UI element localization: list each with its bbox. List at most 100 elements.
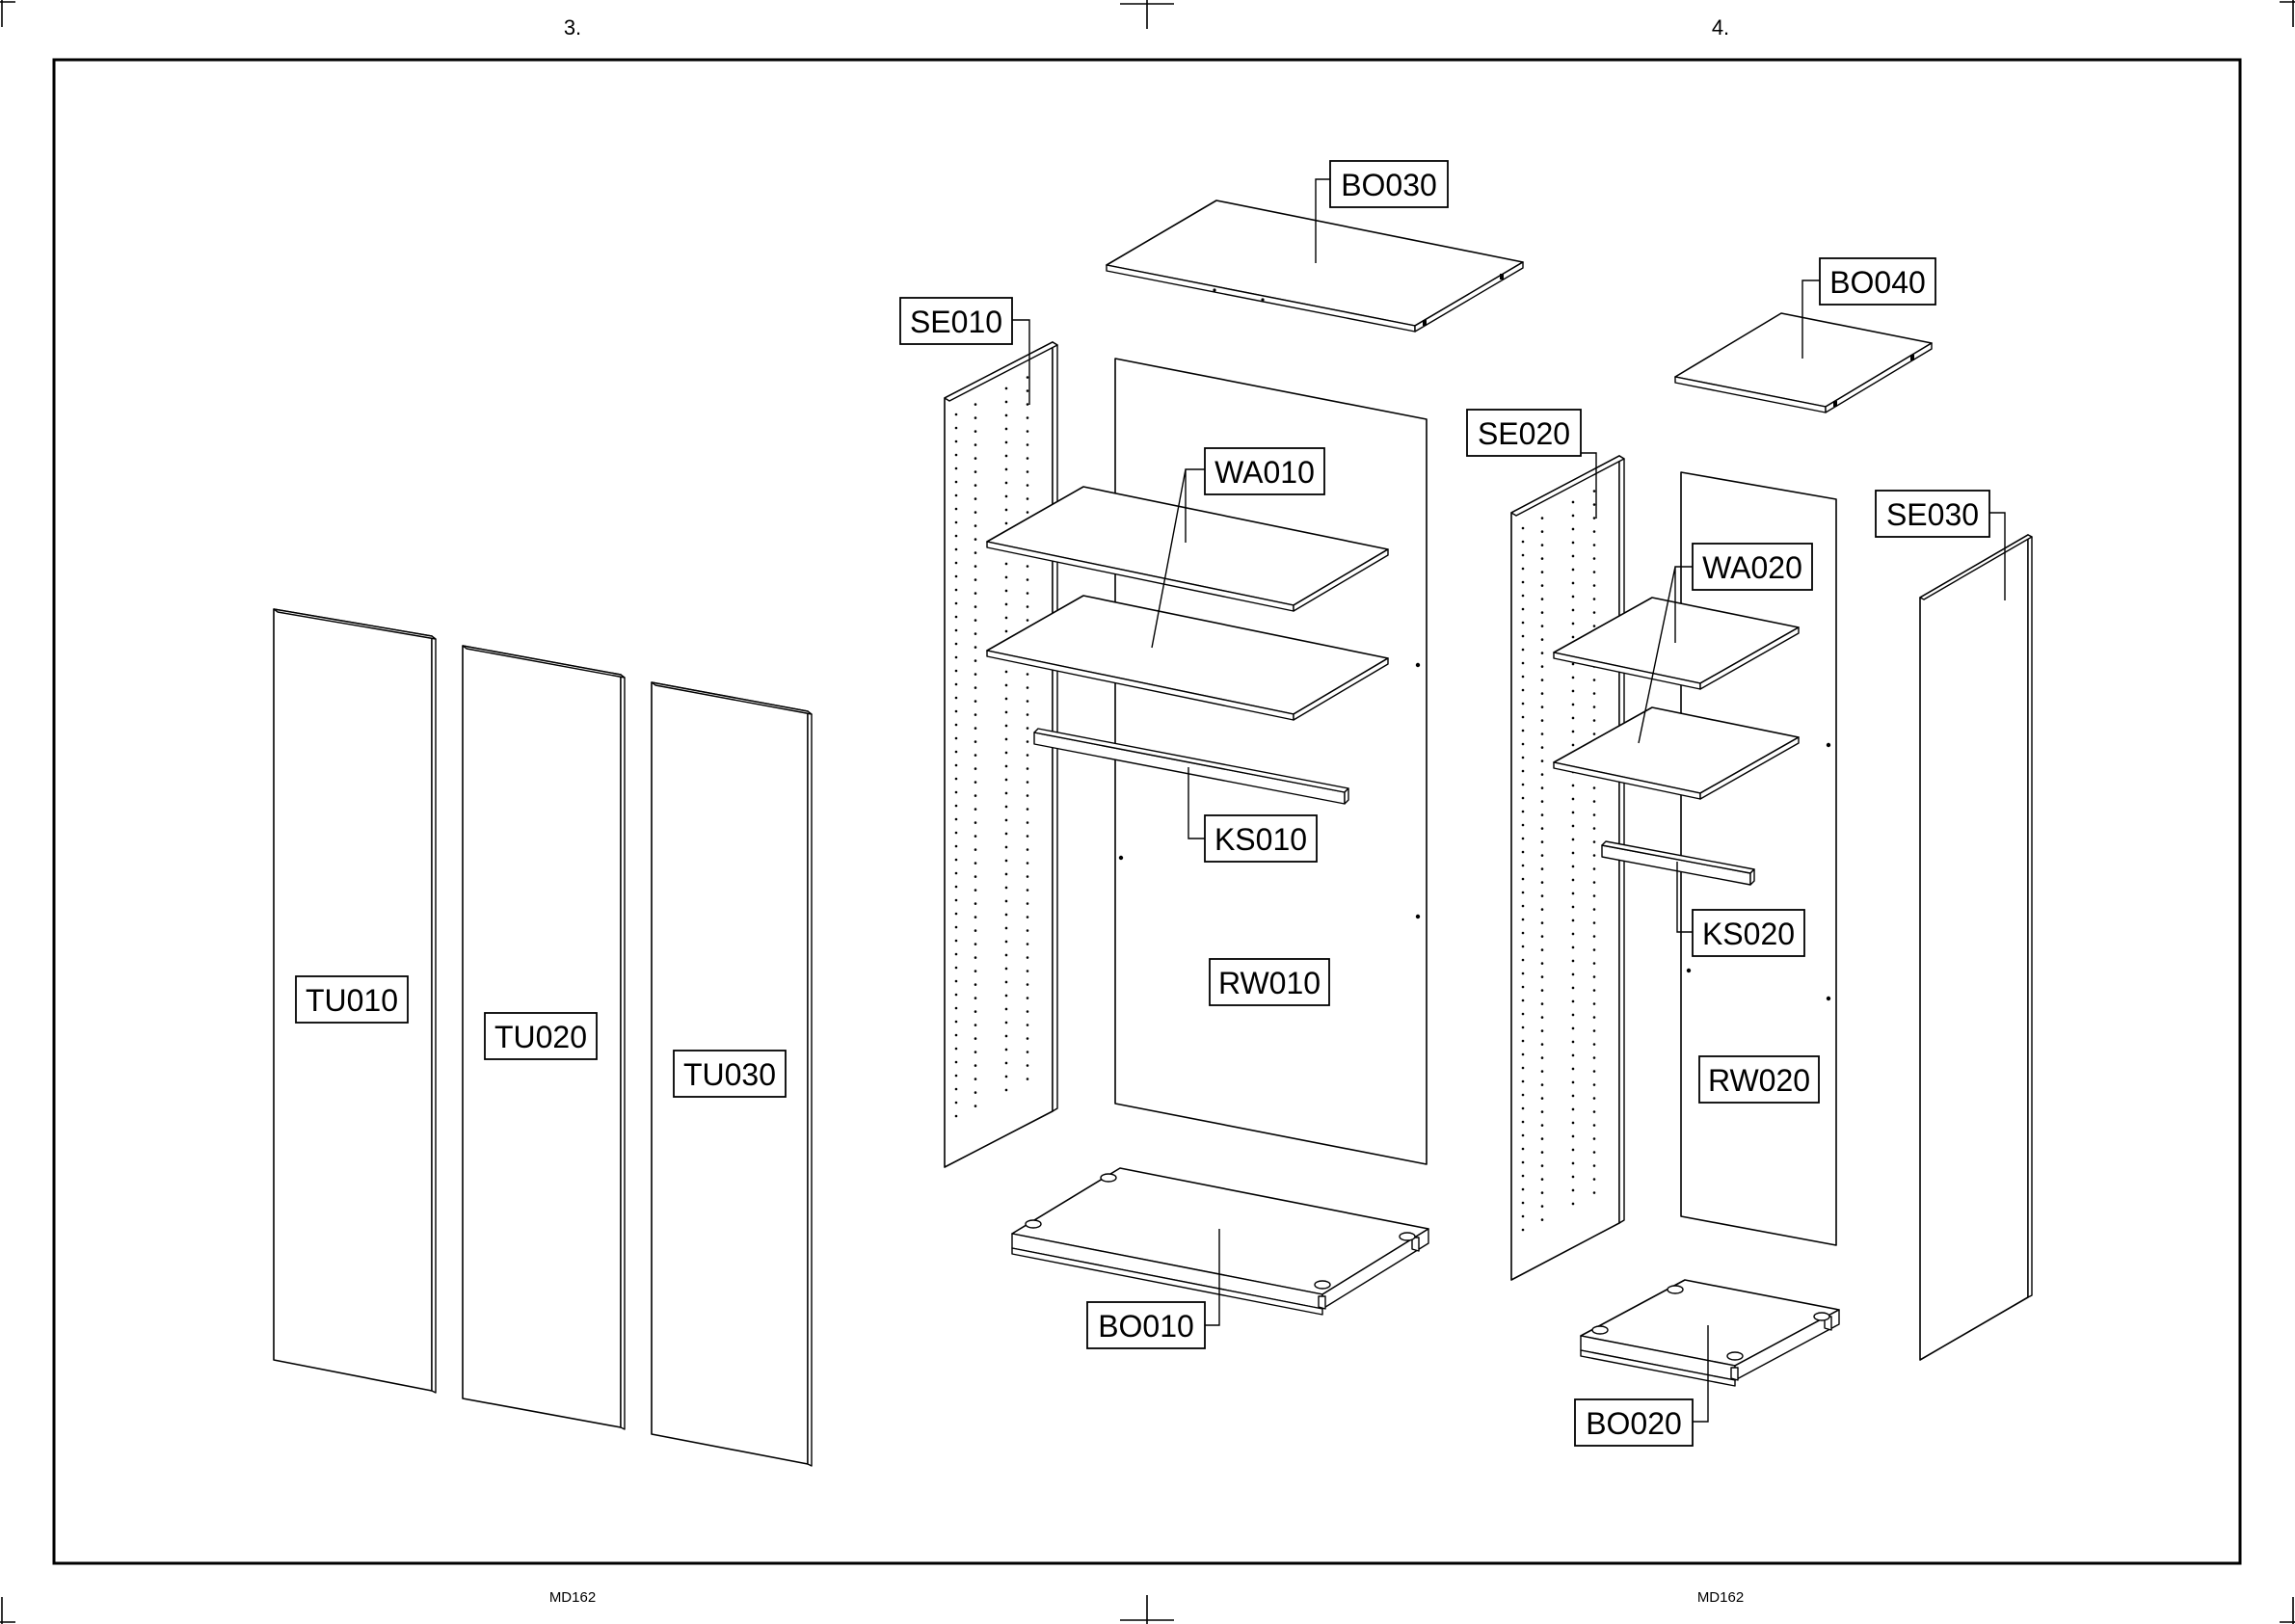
panel-hole bbox=[1541, 557, 1544, 560]
label-bo030: BO030 bbox=[1330, 161, 1448, 207]
panel-hole bbox=[1005, 428, 1008, 431]
panel-hole bbox=[955, 724, 958, 727]
panel-hole bbox=[1005, 576, 1008, 579]
panel-hole bbox=[974, 875, 977, 878]
panel-hole bbox=[1005, 833, 1008, 836]
panel-hole bbox=[1522, 1134, 1525, 1137]
panel-hole bbox=[1005, 968, 1008, 971]
panel-hole bbox=[1541, 584, 1544, 587]
panel-hole bbox=[1541, 746, 1544, 749]
panel-hole bbox=[955, 899, 958, 902]
panel-hole bbox=[1522, 1121, 1525, 1124]
panel-hole bbox=[1522, 945, 1525, 948]
panel-hole bbox=[1593, 1164, 1596, 1167]
panel-hole bbox=[1005, 1076, 1008, 1078]
panel-hole bbox=[1572, 946, 1575, 949]
panel-hole bbox=[974, 538, 977, 541]
panel-hole bbox=[1005, 779, 1008, 782]
panel-hole bbox=[1005, 1022, 1008, 1025]
panel-hole bbox=[1572, 825, 1575, 828]
panel-hole bbox=[1593, 679, 1596, 681]
label-rw010: RW010 bbox=[1210, 959, 1329, 1005]
panel-hole bbox=[1005, 860, 1008, 863]
panel-hole bbox=[1541, 1191, 1544, 1194]
panel-hole bbox=[974, 470, 977, 473]
panel-hole bbox=[955, 805, 958, 808]
svg-text:RW010: RW010 bbox=[1218, 966, 1321, 1000]
panel-hole bbox=[974, 700, 977, 703]
top-board-bo030 bbox=[1107, 200, 1523, 332]
panel-hole bbox=[1572, 1135, 1575, 1138]
panel-hole bbox=[974, 430, 977, 433]
panel-hole bbox=[1027, 484, 1029, 487]
panel-hole bbox=[1572, 1095, 1575, 1098]
panel-hole bbox=[1541, 773, 1544, 776]
panel-hole bbox=[1005, 846, 1008, 849]
panel-hole bbox=[1572, 812, 1575, 814]
panel-hole bbox=[1522, 851, 1525, 854]
panel-hole bbox=[1572, 555, 1575, 558]
panel-hole bbox=[1027, 713, 1029, 716]
panel-hole bbox=[1541, 975, 1544, 978]
panel-hole bbox=[955, 967, 958, 970]
panel-hole bbox=[1541, 1070, 1544, 1073]
panel-hole bbox=[1005, 590, 1008, 593]
panel-hole bbox=[1522, 824, 1525, 827]
panel-hole bbox=[955, 859, 958, 862]
panel-hole bbox=[1027, 983, 1029, 986]
panel-hole bbox=[974, 605, 977, 608]
panel-hole bbox=[1027, 943, 1029, 945]
panel-hole bbox=[1541, 1164, 1544, 1167]
panel-hole bbox=[1005, 1035, 1008, 1038]
page-number-left: 3. bbox=[564, 15, 581, 40]
panel-hole bbox=[1572, 1027, 1575, 1030]
panel-hole bbox=[1005, 725, 1008, 728]
panel-hole bbox=[974, 997, 977, 999]
panel-hole bbox=[955, 1034, 958, 1037]
panel-hole bbox=[1593, 813, 1596, 816]
panel-hole bbox=[1522, 730, 1525, 732]
bottom-board-bo020 bbox=[1581, 1280, 1839, 1386]
panel-hole bbox=[1027, 430, 1029, 433]
panel-hole bbox=[1522, 972, 1525, 975]
panel-hole bbox=[1005, 387, 1008, 390]
panel-hole bbox=[955, 940, 958, 943]
panel-hole bbox=[955, 832, 958, 835]
panel-hole bbox=[1005, 671, 1008, 674]
panel-hole bbox=[1005, 887, 1008, 890]
svg-text:BO020: BO020 bbox=[1586, 1406, 1682, 1441]
panel-hole bbox=[1572, 717, 1575, 720]
panel-hole bbox=[1572, 1149, 1575, 1152]
panel-hole bbox=[1541, 1083, 1544, 1086]
panel-hole bbox=[1005, 414, 1008, 417]
panel-hole bbox=[1005, 914, 1008, 917]
panel-hole bbox=[974, 902, 977, 905]
panel-hole bbox=[1593, 611, 1596, 614]
panel-hole bbox=[974, 1105, 977, 1107]
panel-hole bbox=[1572, 906, 1575, 909]
panel-hole bbox=[1572, 852, 1575, 855]
crop-mark-top-center bbox=[1120, 0, 1174, 29]
panel-hole bbox=[1522, 622, 1525, 625]
panel-hole bbox=[1027, 673, 1029, 676]
panel-hole bbox=[1572, 987, 1575, 990]
panel-hole bbox=[1572, 636, 1575, 639]
panel-hole bbox=[1027, 605, 1029, 608]
panel-hole bbox=[1541, 908, 1544, 911]
panel-hole bbox=[1522, 918, 1525, 921]
panel-hole bbox=[974, 524, 977, 527]
panel-hole bbox=[1522, 1161, 1525, 1164]
panel-hole bbox=[955, 818, 958, 821]
panel-hole bbox=[1027, 1051, 1029, 1053]
panel-hole bbox=[1593, 989, 1596, 992]
crop-mark-bottom-center bbox=[1120, 1595, 1174, 1624]
panel-hole bbox=[974, 956, 977, 959]
panel-hole bbox=[1541, 1002, 1544, 1005]
panel-hole bbox=[1005, 603, 1008, 606]
svg-text:SE010: SE010 bbox=[910, 305, 1002, 339]
panel-hole bbox=[1027, 754, 1029, 757]
panel-hole bbox=[955, 980, 958, 983]
panel-hole bbox=[1522, 892, 1525, 894]
panel-hole bbox=[974, 943, 977, 945]
panel-hole bbox=[1027, 970, 1029, 972]
